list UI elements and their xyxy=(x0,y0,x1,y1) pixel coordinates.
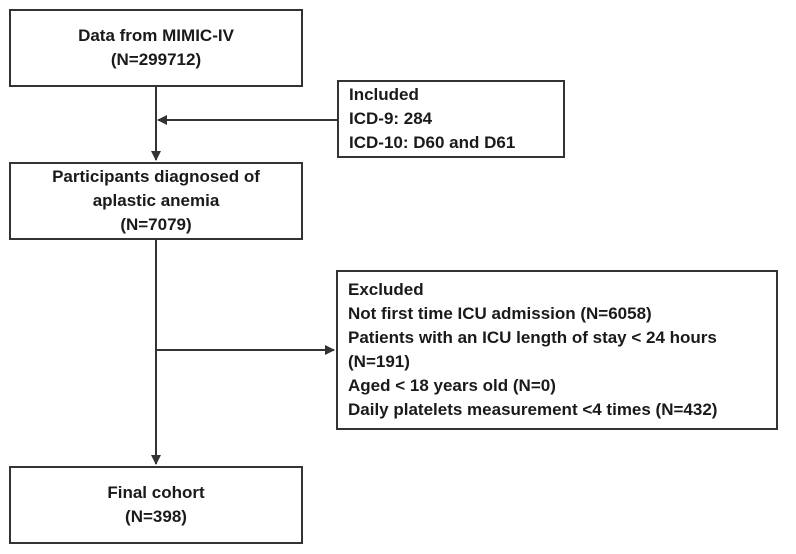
included-icd10: ICD-10: D60 and D61 xyxy=(349,133,516,152)
diagnosed-line-2: aplastic anemia xyxy=(92,191,220,210)
excluded-item-age: Aged < 18 years old (N=0) xyxy=(348,376,556,395)
included-icd9: ICD-9: 284 xyxy=(349,109,433,128)
final-cohort-box: Final cohort (N=398) xyxy=(9,466,303,544)
diagnosed-box: Participants diagnosed of aplastic anemi… xyxy=(9,162,303,240)
source-box: Data from MIMIC-IV (N=299712) xyxy=(9,9,303,87)
excluded-box: Excluded Not first time ICU admission (N… xyxy=(336,270,778,430)
final-cohort-count: (N=398) xyxy=(125,507,187,526)
source-count: (N=299712) xyxy=(110,50,202,69)
included-title: Included xyxy=(349,85,419,104)
excluded-item-length-of-stay: Patients with an ICU length of stay < 24… xyxy=(348,328,717,347)
excluded-item-platelets: Daily platelets measurement <4 times (N=… xyxy=(348,400,718,419)
excluded-item-length-of-stay-count: (N=191) xyxy=(348,352,410,371)
included-box: Included ICD-9: 284 ICD-10: D60 and D61 xyxy=(337,80,565,158)
diagnosed-line-1: Participants diagnosed of xyxy=(52,167,260,186)
source-title: Data from MIMIC-IV xyxy=(78,26,234,45)
diagnosed-count: (N=7079) xyxy=(120,215,192,234)
excluded-item-icu-admission: Not first time ICU admission (N=6058) xyxy=(348,304,652,323)
excluded-title: Excluded xyxy=(348,280,424,299)
final-cohort-title: Final cohort xyxy=(107,483,205,502)
